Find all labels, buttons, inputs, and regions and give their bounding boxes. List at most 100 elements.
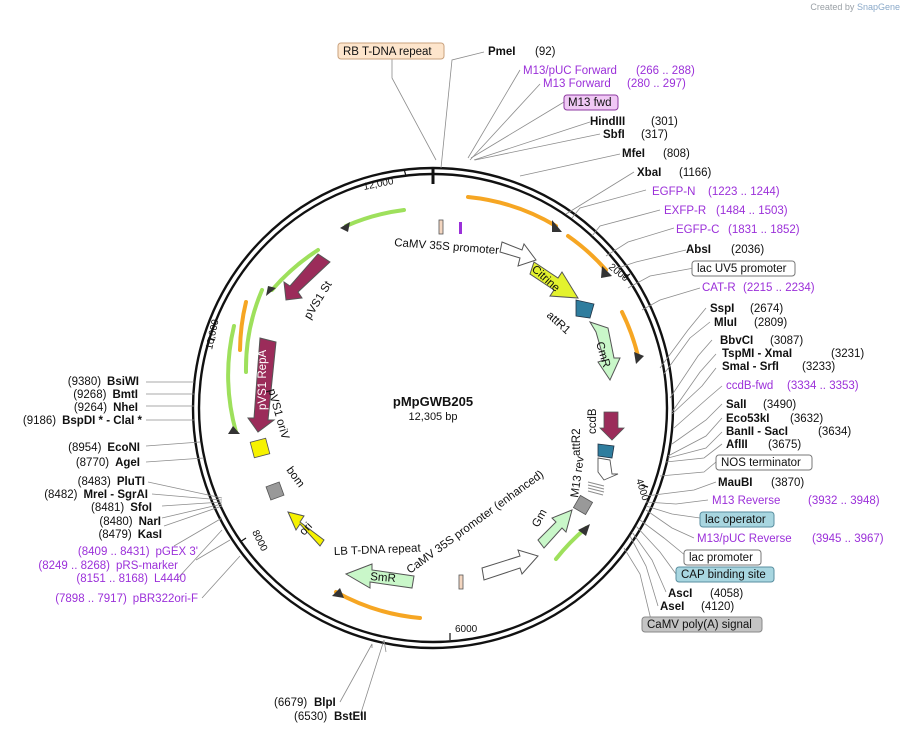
feature-camv-polya[interactable] [572, 494, 594, 516]
feature-camv35s[interactable] [499, 241, 537, 267]
site-prs-marker[interactable]: (8249 .. 8268)pRS-marker [38, 560, 178, 572]
orf-arc-4 [554, 526, 588, 561]
site-egfp-n-name[interactable]: EGFP-N [652, 186, 695, 198]
site-ccdb-fwd-name[interactable]: ccdB-fwd [726, 380, 773, 392]
site-asci-pos: (4058) [710, 588, 743, 600]
site-pbr322ori-f[interactable]: (7898 .. 7917)pBR322ori-F [55, 593, 198, 605]
feature-cmr[interactable] [588, 321, 621, 382]
m13-fwd-marker [459, 222, 462, 234]
site-sfoi[interactable]: (8481)SfoI [91, 502, 152, 514]
site-maubi-name[interactable]: MauBI [718, 477, 753, 489]
site-asei-name[interactable]: AseI [660, 601, 684, 613]
feature-smr[interactable] [344, 563, 415, 589]
site-hindiii-name[interactable]: HindIII [590, 116, 625, 128]
site-exfp-r-name[interactable]: EXFP-R [664, 205, 706, 217]
site-m13puc-fwd-name[interactable]: M13/pUC Forward [523, 65, 617, 77]
tick-marks [207, 168, 649, 640]
m13-fwd-box[interactable] [563, 94, 619, 111]
site-tspmi-xmai-name[interactable]: TspMI - XmaI [722, 348, 792, 360]
feature-pvs1-repa[interactable] [247, 337, 277, 433]
site-blpi-name[interactable]: BlpI [314, 697, 336, 709]
site-absi-name[interactable]: AbsI [686, 244, 711, 256]
site-bsiwi[interactable]: (9380)BsiWI [68, 376, 139, 388]
site-sali-name[interactable]: SalI [726, 399, 746, 411]
site-pmei-name[interactable]: PmeI [488, 46, 516, 58]
site-mfei-name[interactable]: MfeI [622, 148, 645, 160]
feature-bom[interactable] [265, 481, 285, 501]
rb-repeat-label: RB T-DNA repeat [343, 46, 432, 58]
site-m13-fwd-pos: (280 .. 297) [627, 78, 686, 90]
feature-gmr[interactable] [537, 509, 573, 549]
nos-terminator-box[interactable] [715, 454, 813, 471]
site-m13puc-fwd-pos: (266 .. 288) [636, 65, 695, 77]
feature-attr2[interactable] [597, 443, 615, 459]
feature-pvs1-staa[interactable] [283, 253, 331, 301]
site-eco53ki-name[interactable]: Eco53kI [726, 413, 769, 425]
site-m13-rev-pos: (3932 .. 3948) [808, 495, 880, 507]
site-l4440[interactable]: (8151 .. 8168)L4440 [76, 573, 186, 585]
site-mfei-pos: (808) [663, 148, 690, 160]
site-aflii-name[interactable]: AflII [726, 439, 748, 451]
nos-terminator-label: NOS terminator [721, 457, 801, 469]
site-mrei-sgrai[interactable]: (8482)MreI - SgrAI [44, 489, 148, 501]
small-feature-stack [587, 481, 605, 496]
site-mlui-pos: (2809) [754, 317, 787, 329]
site-nhei[interactable]: (9264)NheI [74, 402, 138, 414]
credit-brand: SnapGene [856, 2, 900, 12]
orf-arc-5 [334, 590, 422, 620]
site-kasi[interactable]: (8479)KasI [98, 529, 162, 541]
site-egfp-c-name[interactable]: EGFP-C [676, 224, 719, 236]
site-m13-rev-name[interactable]: M13 Reverse [712, 495, 780, 507]
site-econi[interactable]: (8954)EcoNI [68, 442, 140, 454]
site-absi-pos: (2036) [731, 244, 764, 256]
site-smai-srfi-name[interactable]: SmaI - SrfI [722, 361, 779, 373]
site-m13puc-rev-pos: (3945 .. 3967) [812, 533, 884, 545]
m13-fwd-label: M13 fwd [568, 97, 611, 109]
site-maubi-pos: (3870) [771, 477, 804, 489]
label-pvs1-repa: pVS1 RepA [257, 350, 269, 410]
site-blpi-pos: (6679) [274, 697, 307, 709]
label-camv35s: CaMV 35S promoter [394, 237, 500, 257]
site-banii-saci-name[interactable]: BanII - SacI [726, 426, 788, 438]
cap-site-box[interactable] [675, 566, 775, 583]
site-bsteii-name[interactable]: BstEII [334, 711, 367, 723]
site-mlui-name[interactable]: MluI [714, 317, 737, 329]
lb-marker [458, 574, 464, 590]
lac-uv5-box[interactable] [691, 260, 796, 277]
site-aflii-pos: (3675) [768, 439, 801, 451]
site-bspdi-clai[interactable]: (9186)BspDI * - ClaI * [23, 415, 143, 427]
lac-operator-label: lac operator [705, 514, 766, 526]
site-bmti[interactable]: (9268)BmtI [73, 389, 138, 401]
orf-arc-7 [243, 288, 264, 374]
feature-pvs1-oriv[interactable] [249, 437, 271, 459]
site-m13puc-rev-name[interactable]: M13/pUC Reverse [697, 533, 792, 545]
site-cat-r-name[interactable]: CAT-R [702, 282, 736, 294]
camv-polya-box[interactable] [641, 616, 763, 633]
site-pgex3[interactable]: (8409 .. 8431)pGEX 3' [78, 546, 198, 558]
site-cat-r-pos: (2215 .. 2234) [743, 282, 815, 294]
site-hindiii-pos: (301) [651, 116, 678, 128]
site-xbai-name[interactable]: XbaI [637, 167, 661, 179]
rb-repeat-box[interactable] [337, 42, 445, 60]
site-pluti[interactable]: (8483)PluTI [78, 476, 145, 488]
site-sspi-name[interactable]: SspI [710, 303, 734, 315]
feature-attr1[interactable] [575, 299, 595, 319]
site-nari[interactable]: (8480)NarI [99, 516, 161, 528]
tick-6000: 6000 [455, 624, 478, 635]
site-agei[interactable]: (8770)AgeI [76, 457, 140, 469]
site-sbfi-name[interactable]: SbfI [603, 129, 625, 141]
feature-m13rev[interactable] [597, 457, 619, 481]
label-attr2: attR2 [571, 428, 583, 456]
site-m13-fwd-name[interactable]: M13 Forward [543, 78, 611, 90]
tick-12000: 12,000 [362, 176, 395, 193]
orf-arc-6 [226, 324, 238, 434]
feature-citrine[interactable] [529, 261, 579, 299]
feature-ori[interactable] [287, 511, 325, 547]
lac-promoter-box[interactable] [683, 549, 762, 566]
site-bbvci-name[interactable]: BbvCI [720, 335, 753, 347]
lac-operator-box[interactable] [699, 511, 775, 528]
feature-ccdb[interactable] [599, 411, 625, 441]
label-ccdb: ccdB [587, 408, 599, 434]
feature-camv35s-enhanced[interactable] [481, 549, 539, 581]
site-asci-name[interactable]: AscI [668, 588, 692, 600]
